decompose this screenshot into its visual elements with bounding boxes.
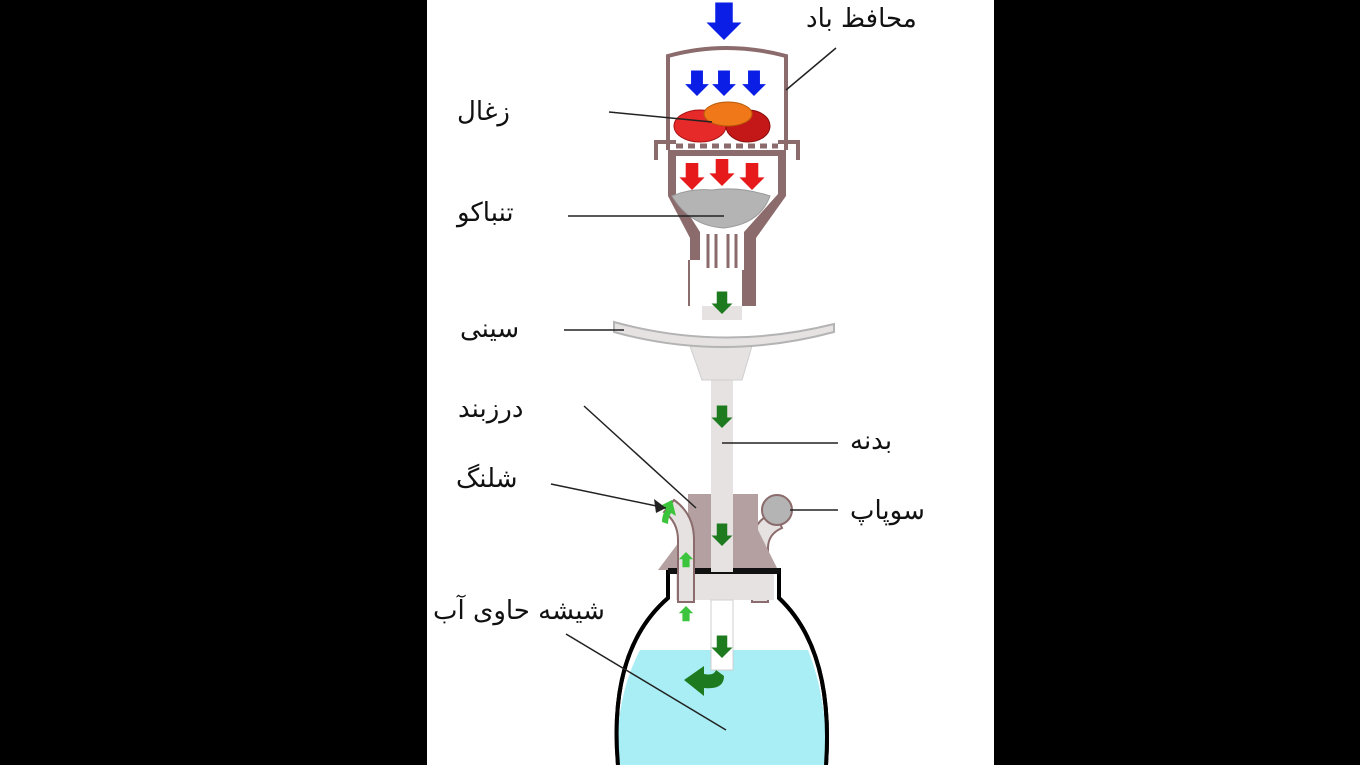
label-wind-cover: محافظ باد xyxy=(806,4,917,34)
leader-grommet xyxy=(583,405,697,509)
label-valve: سوپاپ xyxy=(850,496,925,526)
valve-ball xyxy=(761,494,793,526)
label-tobacco: تنباکو xyxy=(457,198,514,228)
body-shaft xyxy=(711,380,733,494)
water-jar-outline xyxy=(614,570,829,765)
hose-port xyxy=(662,498,695,603)
grommet-lower xyxy=(676,574,774,600)
label-grommet: درزبند xyxy=(458,394,524,424)
smoke-arrow-icon xyxy=(711,635,733,658)
smoke-arrow-icon xyxy=(711,523,733,546)
wind-cover-rim-right xyxy=(778,140,800,160)
smoke-arrow-icon xyxy=(711,291,733,314)
bowl-ribs xyxy=(706,234,738,268)
air-arrow-icon xyxy=(712,70,736,96)
coal-top xyxy=(703,101,753,127)
tobacco-mound xyxy=(671,188,771,229)
charcoal xyxy=(673,101,771,143)
leader-wind-cover xyxy=(785,47,837,91)
heat-arrow-icon xyxy=(679,163,705,190)
wind-cover xyxy=(654,46,800,160)
heat-arrow-icon xyxy=(739,163,765,190)
leader-hose xyxy=(550,483,667,509)
water-curve-arrow-icon xyxy=(684,666,724,696)
air-arrow-icon xyxy=(742,70,766,96)
leader-charcoal xyxy=(608,111,713,123)
wind-cover-rim-left xyxy=(654,140,676,160)
hose-curve-arrow-icon xyxy=(660,500,676,524)
label-body: بدنه xyxy=(850,426,893,456)
hose-arrow-icon xyxy=(678,552,694,568)
wind-cover-shell xyxy=(666,46,788,150)
hose-tube xyxy=(662,498,695,603)
label-hose: شلنگ xyxy=(456,464,518,494)
tray xyxy=(613,320,835,348)
label-water-jar: شیشه حاوی آب xyxy=(433,596,605,626)
tray-cone xyxy=(689,345,753,381)
air-arrow-icon xyxy=(685,70,709,96)
smoke-arrow-icon xyxy=(711,405,733,428)
bowl-stem-gap xyxy=(702,268,742,306)
leader-water-jar xyxy=(565,633,727,731)
downstem-lower xyxy=(710,599,734,671)
water-fill xyxy=(617,650,827,765)
label-charcoal: زغال xyxy=(457,97,510,127)
flow-arrows xyxy=(660,2,766,696)
heat-arrow-icon xyxy=(709,159,735,186)
leader-lines xyxy=(550,47,838,731)
air-arrow-icon xyxy=(706,2,742,40)
hose-arrow-icon xyxy=(678,606,694,622)
leader-hose-arrowhead xyxy=(654,499,666,513)
label-tray: سینی xyxy=(460,314,520,344)
